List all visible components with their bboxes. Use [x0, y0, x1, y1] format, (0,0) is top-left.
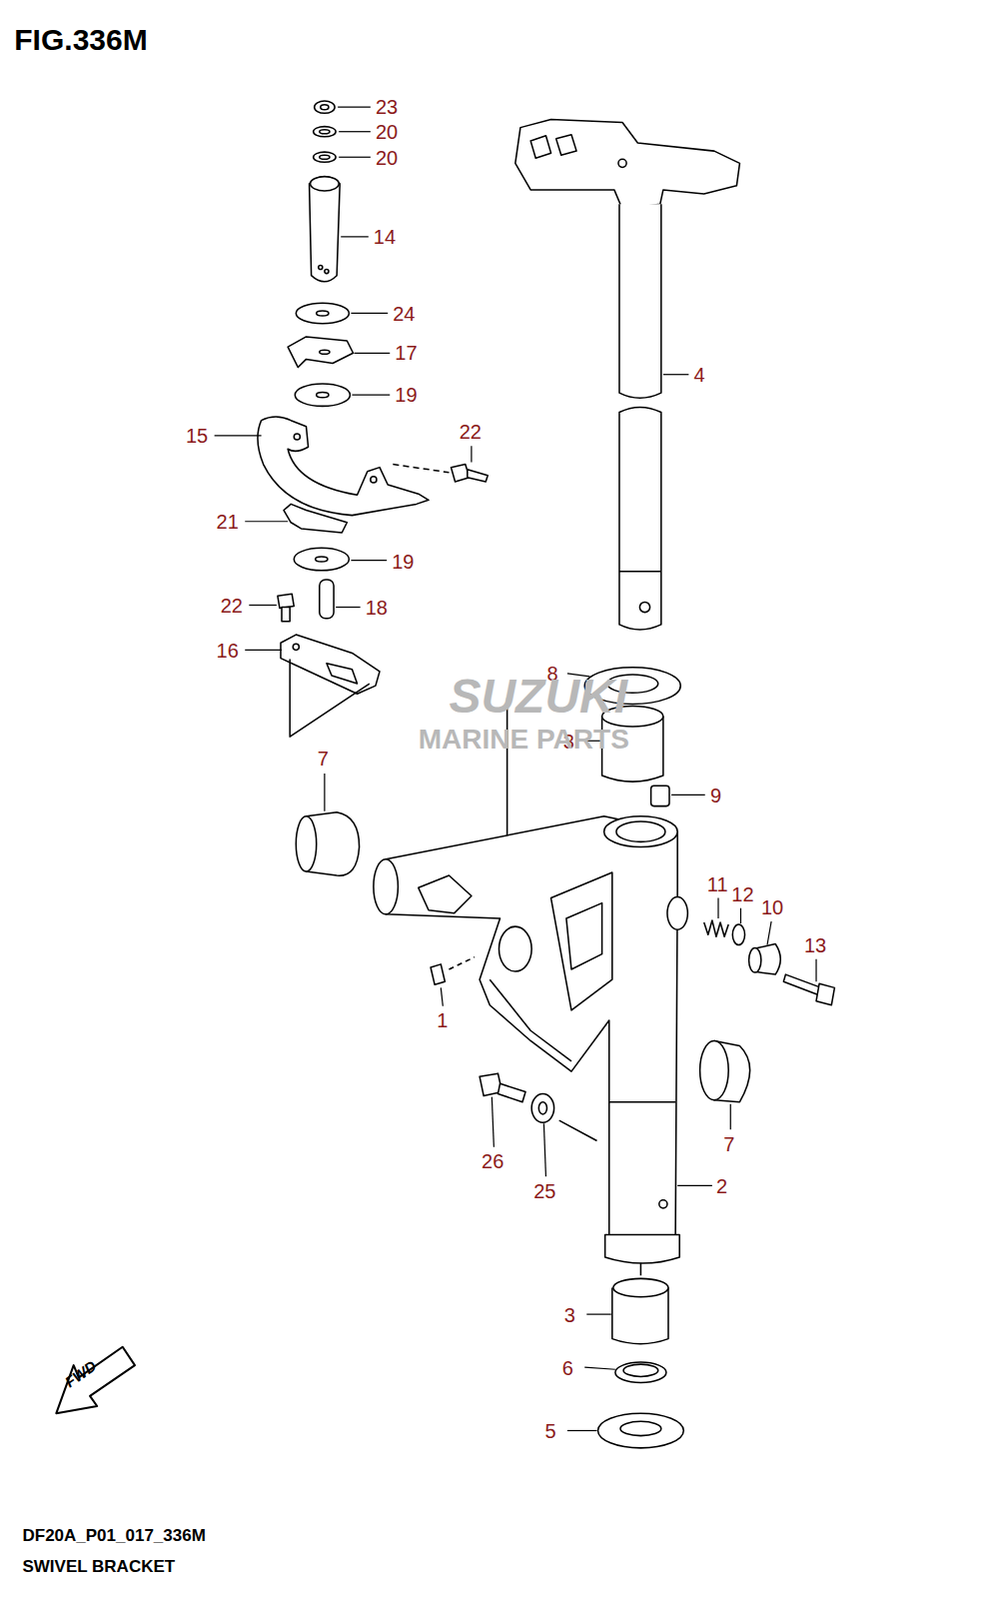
callout-number: 18: [365, 596, 388, 619]
callout-number: 9: [710, 784, 722, 807]
callout-number: 20: [375, 120, 398, 143]
callout-number: 26: [481, 1149, 504, 1172]
callout-number: 24: [392, 302, 415, 325]
callout-number: 7: [317, 747, 329, 770]
callout-number: 5: [544, 1419, 556, 1442]
figure-caption: SWIVEL BRACKET: [21, 1557, 175, 1577]
callout-number: 7: [723, 1132, 735, 1155]
callout-number: 21: [216, 510, 239, 533]
callout-number: 19: [391, 550, 414, 573]
callout-number: 3: [564, 1303, 576, 1326]
callout-number: 15: [185, 424, 208, 447]
callout-number: 23: [375, 95, 398, 118]
callout-number: 14: [373, 225, 396, 248]
callout-number: 13: [804, 934, 827, 957]
callout-number: 11: [707, 873, 729, 896]
callout-number: 17: [394, 341, 417, 364]
callout-number: 1: [436, 1008, 448, 1031]
watermark: MARINE PARTS: [418, 723, 630, 755]
figure-code: DF20A_P01_017_336M: [21, 1526, 205, 1546]
figure-title: FIG.336M: [13, 21, 147, 55]
callout-number: 16: [216, 639, 239, 662]
callout-number: 10: [761, 896, 784, 919]
callout-number: 6: [562, 1356, 574, 1379]
callout-number: 20: [375, 146, 398, 169]
callout-number: 22: [220, 594, 243, 617]
callout-number: 12: [731, 883, 754, 906]
callout-number: 2: [716, 1174, 728, 1197]
callout-number: 25: [533, 1179, 556, 1202]
callout-number: 22: [459, 420, 482, 443]
callout-number: 19: [394, 383, 417, 406]
watermark: SUZUKI: [448, 669, 628, 723]
callout-number: 4: [694, 363, 706, 386]
